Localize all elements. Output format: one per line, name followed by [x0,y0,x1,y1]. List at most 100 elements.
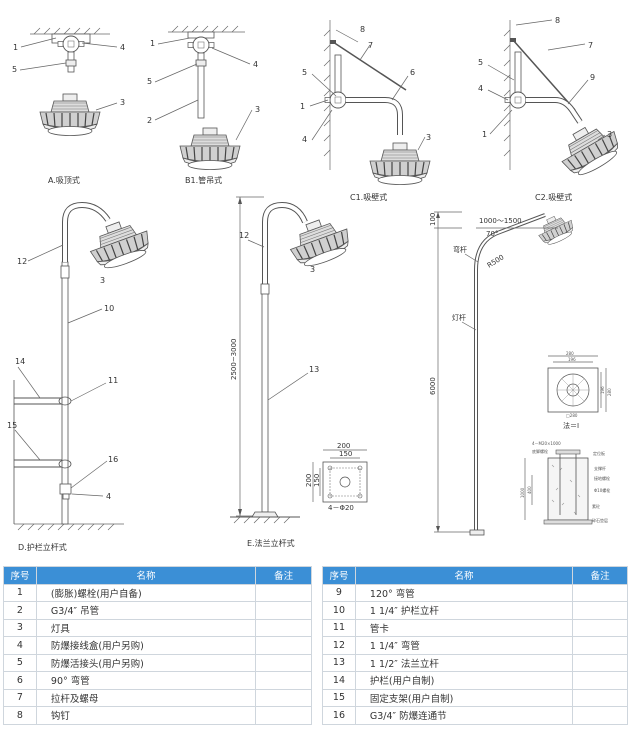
flange-plate [322,461,368,503]
svg-text:法＝Ⅰ: 法＝Ⅰ [563,421,579,430]
svg-text:R500: R500 [486,253,506,269]
svg-text:16: 16 [108,455,118,464]
svg-text:4－M20×1000: 4－M20×1000 [532,441,561,446]
svg-text:11: 11 [108,376,118,385]
fig-pole: 100 6000 1000～1500 70° R500 弯杆 灯杆 280 19… [429,210,612,536]
svg-text:1000～1500: 1000～1500 [479,217,522,225]
fig-a: 1 4 5 3 A.吸顶式 [12,27,125,185]
header-no: 序号 [322,566,356,585]
svg-text:3: 3 [310,265,315,274]
svg-text:6000: 6000 [429,377,437,395]
svg-text:1: 1 [482,130,487,139]
caption-c2: C2.吸壁式 [535,192,572,202]
svg-text:200: 200 [337,442,350,450]
header-note: 备注 [572,566,628,585]
svg-text:弯杆: 弯杆 [453,245,467,254]
table-row: 1(膨胀)螺栓(用户自备) [3,583,312,602]
fig-c1: 8 7 6 5 1 4 3 C1.吸壁式 [300,20,431,202]
caption-e: E.法兰立杆式 [247,538,295,548]
lamp-icon [39,93,101,137]
svg-text:196: 196 [568,357,576,362]
svg-text:10: 10 [104,304,114,313]
svg-text:碎石垫层: 碎石垫层 [592,517,608,523]
fig-e: 2500~3000 12 13 3 E.法兰立杆式 200 150 200 15… [230,196,368,548]
header-no: 序号 [3,566,37,585]
caption-c1: C1.吸壁式 [350,192,387,202]
svg-text:4: 4 [106,492,111,501]
svg-text:4: 4 [478,84,483,93]
svg-text:12: 12 [239,231,249,240]
svg-text:12: 12 [17,257,27,266]
svg-text:定位板: 定位板 [593,450,605,456]
svg-text:5: 5 [147,77,152,86]
e-height-dim: 2500~3000 [230,339,238,381]
svg-text:1: 1 [300,102,305,111]
svg-text:196: 196 [600,386,605,394]
svg-text:5: 5 [12,65,17,74]
svg-text:支撑杆: 支撑杆 [594,465,606,471]
svg-text:6: 6 [410,68,415,77]
lamp-icon [283,211,356,273]
svg-text:9: 9 [590,73,595,82]
foundation-block [547,457,589,521]
svg-text:7: 7 [588,41,593,50]
junction-box-icon [187,36,215,54]
svg-text:13: 13 [309,365,319,374]
svg-text:8: 8 [360,25,365,34]
svg-text:14: 14 [15,357,25,366]
svg-text:素砼: 素砼 [592,503,600,509]
svg-text:200: 200 [305,474,313,487]
svg-text:5: 5 [478,58,483,67]
svg-text:接地螺栓: 接地螺栓 [594,475,610,481]
svg-text:400: 400 [527,486,532,494]
svg-text:灯杆: 灯杆 [452,313,466,322]
lamp-icon [552,115,627,183]
svg-text:100: 100 [429,213,437,226]
caption-d: D.护栏立杆式 [18,542,67,552]
caption-b1: B1.管吊式 [185,175,222,185]
svg-text:3: 3 [120,98,125,107]
header-name: 名称 [35,566,257,585]
svg-text:1000: 1000 [520,487,525,498]
fig-c2: 8 7 9 5 4 1 3 C2.吸壁式 [478,16,627,202]
caption-a: A.吸顶式 [48,175,80,185]
installation-diagram: 1 4 5 3 A.吸顶式 1 4 5 2 3 B1.管吊式 [7,16,627,552]
svg-text:7: 7 [368,41,373,50]
svg-text:3: 3 [255,105,260,114]
svg-text:15: 15 [7,421,17,430]
lamp-icon [179,127,241,171]
svg-text:3: 3 [426,133,431,142]
svg-text:4: 4 [253,60,258,69]
svg-text:Φ10螺栓: Φ10螺栓 [594,487,610,493]
header-name: 名称 [354,566,574,585]
svg-text:4: 4 [120,43,125,52]
svg-text:280: 280 [566,351,574,356]
svg-text:1: 1 [13,43,18,52]
svg-text:4－Φ20: 4－Φ20 [328,504,354,512]
svg-text:150: 150 [339,450,352,458]
svg-text:□280: □280 [566,413,578,418]
fig-b1: 1 4 5 2 3 B1.管吊式 [147,25,260,185]
svg-text:280: 280 [607,388,612,396]
svg-text:3: 3 [607,130,612,139]
svg-text:2: 2 [147,116,152,125]
svg-text:4: 4 [302,135,307,144]
svg-text:8: 8 [555,16,560,25]
header-note: 备注 [255,566,312,585]
